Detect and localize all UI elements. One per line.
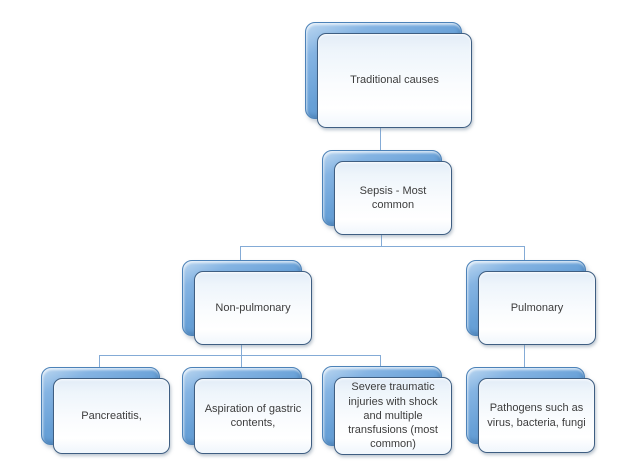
node-label: Aspiration of gastric contents, [204,402,302,429]
node-traditional-causes[interactable]: Traditional causes [305,22,472,128]
node-pathogens[interactable]: Pathogens such as virus, bacteria, fungi [466,367,595,453]
node-label: Pulmonary [510,301,564,314]
connector-traditional-to-sepsis [380,128,381,151]
node-severe-traumatic-injuries[interactable]: Severe traumatic injuries with shock and… [322,366,452,455]
node-pancreatitis[interactable]: Pancreatitis, [41,367,170,454]
connector-non-pulmonary-trunk [241,345,242,356]
node-aspiration-gastric-contents[interactable]: Aspiration of gastric contents, [182,367,312,454]
node-label: Severe traumatic injuries with shock and… [348,381,438,451]
node-non-pulmonary[interactable]: Non-pulmonary [182,260,312,345]
connector-sepsis-branch-bus [240,246,525,247]
node-label: Pancreatitis, [81,409,142,422]
connector-to-non-pulmonary [240,246,241,262]
connector-pulmonary-to-pathogens [524,345,525,368]
node-label: Sepsis - Most common [359,184,427,211]
node-sepsis-most-common[interactable]: Sepsis - Most common [322,150,452,235]
connector-to-pancreatitis [99,355,100,368]
connector-to-severe-trauma [380,355,381,368]
connector-non-pulmonary-branch-bus [99,355,381,356]
connector-to-aspiration [241,355,242,368]
connector-sepsis-trunk [381,235,382,247]
node-label: Pathogens such as virus, bacteria, fungi [487,402,586,429]
node-label: Traditional causes [350,74,439,87]
node-label: Non-pulmonary [215,301,291,314]
connector-to-pulmonary [524,246,525,261]
node-pulmonary[interactable]: Pulmonary [466,260,596,345]
